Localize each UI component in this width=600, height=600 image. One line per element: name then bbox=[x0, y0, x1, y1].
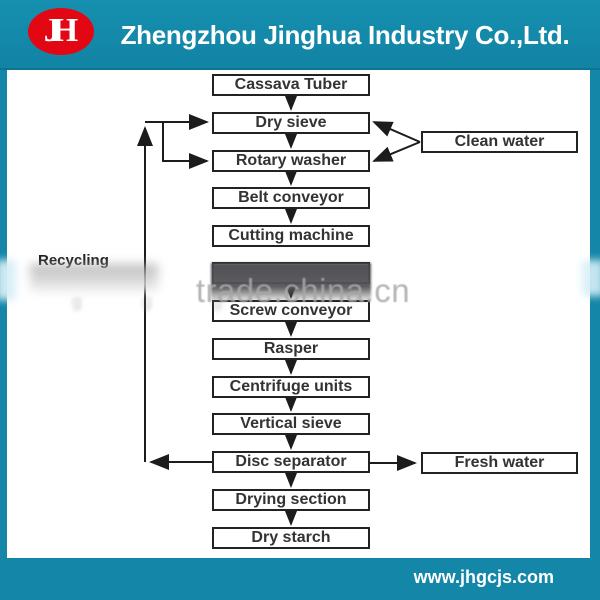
flow-box-centrifuge-units: Centrifuge units bbox=[212, 376, 370, 398]
flow-box-dry-sieve: Dry sieve bbox=[212, 112, 370, 134]
flow-box-belt-conveyor: Belt conveyor bbox=[212, 187, 370, 209]
watermark-smudge bbox=[30, 264, 158, 292]
header-band bbox=[0, 0, 600, 70]
website-url: www.jhgcjs.com bbox=[413, 567, 554, 587]
watermark-ghost-letters: g g g bbox=[72, 292, 250, 311]
flow-box-drying-section: Drying section bbox=[212, 489, 370, 511]
flow-box-rasper: Rasper bbox=[212, 338, 370, 360]
company-logo-icon: JH bbox=[28, 8, 94, 55]
flow-box-vertical-sieve: Vertical sieve bbox=[212, 413, 370, 435]
footer-band bbox=[0, 558, 600, 600]
watermark-text: trade.china.cn bbox=[195, 272, 411, 309]
flow-box-rotary-washer: Rotary washer bbox=[212, 150, 370, 172]
watermark-edge-smudge-right bbox=[582, 260, 600, 296]
flow-box-cassava-tuber: Cassava Tuber bbox=[212, 74, 370, 96]
flow-box-cutting-machine: Cutting machine bbox=[212, 225, 370, 247]
flow-box-clean-water: Clean water bbox=[421, 131, 578, 153]
flow-box-fresh-water: Fresh water bbox=[421, 452, 578, 474]
flow-box-disc-separator: Disc separator bbox=[212, 451, 370, 473]
flow-box-dry-starch: Dry starch bbox=[212, 527, 370, 549]
logo-monogram: JH bbox=[43, 11, 79, 49]
watermark-edge-smudge-left bbox=[0, 260, 16, 300]
company-title: Zhengzhou Jinghua Industry Co.,Ltd. bbox=[120, 20, 570, 50]
